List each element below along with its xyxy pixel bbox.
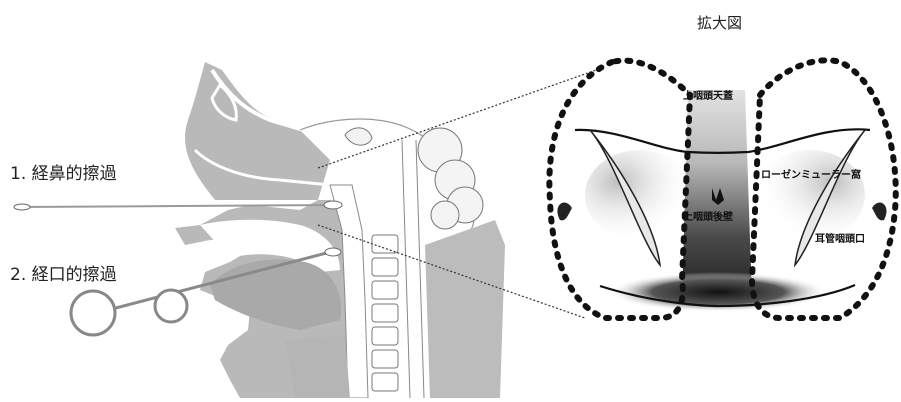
posterior-wall-band: [682, 90, 752, 300]
zoom-title: 拡大図: [697, 12, 742, 33]
transnasal-label: 1. 経鼻的擦過: [10, 159, 117, 184]
sella-outline: [345, 128, 372, 145]
right-eustachian-opening: [872, 202, 887, 220]
left-eustachian-opening: [557, 202, 572, 220]
posterior-wall-label: 上咽頭後壁: [683, 208, 733, 223]
rosenmuller-fossa-label: ローゼンミューラー窩: [761, 166, 861, 181]
nasopharyngeal-vault-label: 上咽頭天蓋: [683, 87, 733, 102]
eustachian-orifice-label: 耳管咽頭口: [815, 230, 865, 245]
spinal-cord: [402, 140, 424, 398]
transnasal-swab: [14, 201, 342, 210]
throat-lower: [285, 335, 350, 398]
cervical-spine: [372, 235, 398, 391]
transoral-label: 2. 経口的擦過: [10, 260, 117, 285]
neck-muscle: [425, 220, 505, 398]
cerebellum-lobules: [418, 128, 483, 229]
head-sagittal-section: [175, 62, 505, 398]
